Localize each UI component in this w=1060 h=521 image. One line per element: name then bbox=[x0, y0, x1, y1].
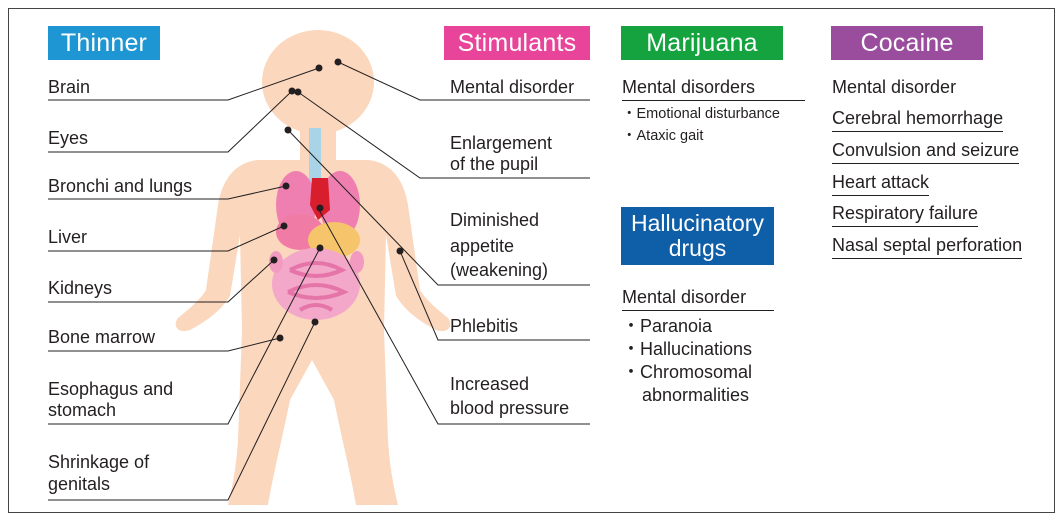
hallucinatory-header-line1: Hallucinatory bbox=[621, 211, 774, 236]
stimulants-item-bp-line1: Increased bbox=[450, 374, 529, 395]
hallucinatory-sub-hallucinations: ・Hallucinations bbox=[622, 339, 752, 359]
cocaine-item-nasal-septal: Nasal septal perforation bbox=[832, 235, 1022, 259]
stimulants-item-appetite-line2: appetite bbox=[450, 236, 514, 257]
thinner-item-esophagus-line1: Esophagus and bbox=[48, 379, 173, 400]
cocaine-header: Cocaine bbox=[831, 26, 983, 60]
thinner-header: Thinner bbox=[48, 26, 160, 60]
thinner-item-eyes: Eyes bbox=[48, 128, 88, 149]
marijuana-header: Marijuana bbox=[621, 26, 783, 60]
thinner-item-liver: Liver bbox=[48, 227, 87, 248]
thinner-item-esophagus-line2: stomach bbox=[48, 400, 116, 421]
stimulants-item-appetite-line3: (weakening) bbox=[450, 260, 548, 281]
thinner-item-brain: Brain bbox=[48, 77, 90, 98]
cocaine-item-respiratory-failure: Respiratory failure bbox=[832, 203, 978, 227]
marijuana-main-effect: Mental disorders bbox=[622, 77, 755, 98]
hallucinatory-sub-paranoia: ・Paranoia bbox=[622, 316, 712, 336]
thinner-item-bronchi-lungs: Bronchi and lungs bbox=[48, 176, 192, 197]
marijuana-sub-ataxic: ・Ataxic gait bbox=[622, 126, 703, 147]
thinner-item-genitals-line2: genitals bbox=[48, 474, 110, 495]
stimulants-item-phlebitis: Phlebitis bbox=[450, 316, 518, 337]
hallucinatory-sub-chromosomal: ・Chromosomal bbox=[622, 362, 752, 382]
thinner-item-kidneys: Kidneys bbox=[48, 278, 112, 299]
marijuana-sub-emotional: ・Emotional disturbance bbox=[622, 104, 780, 125]
hallucinatory-header-line2: drugs bbox=[621, 236, 774, 261]
stimulants-item-appetite-line1: Diminished bbox=[450, 210, 539, 231]
stimulants-item-bp-line2: blood pressure bbox=[450, 398, 569, 419]
stimulants-item-pupil-line1: Enlargement bbox=[450, 133, 552, 154]
cocaine-item-convulsion: Convulsion and seizure bbox=[832, 140, 1019, 164]
hallucinatory-sub-abnormalities: abnormalities bbox=[642, 385, 749, 405]
stimulants-item-pupil-line2: of the pupil bbox=[450, 154, 538, 175]
thinner-item-bone-marrow: Bone marrow bbox=[48, 327, 155, 348]
hallucinatory-divider bbox=[622, 310, 774, 311]
marijuana-divider bbox=[622, 100, 805, 101]
stimulants-header: Stimulants bbox=[444, 26, 590, 60]
hallucinatory-main-effect: Mental disorder bbox=[622, 287, 746, 308]
hallucinatory-header: Hallucinatory drugs bbox=[621, 207, 774, 265]
thinner-item-genitals-line1: Shrinkage of bbox=[48, 452, 149, 473]
cocaine-item-mental-disorder: Mental disorder bbox=[832, 77, 956, 100]
cocaine-item-cerebral-hemorrhage: Cerebral hemorrhage bbox=[832, 108, 1003, 132]
cocaine-item-heart-attack: Heart attack bbox=[832, 172, 929, 196]
stimulants-item-mental-disorder: Mental disorder bbox=[450, 77, 574, 98]
